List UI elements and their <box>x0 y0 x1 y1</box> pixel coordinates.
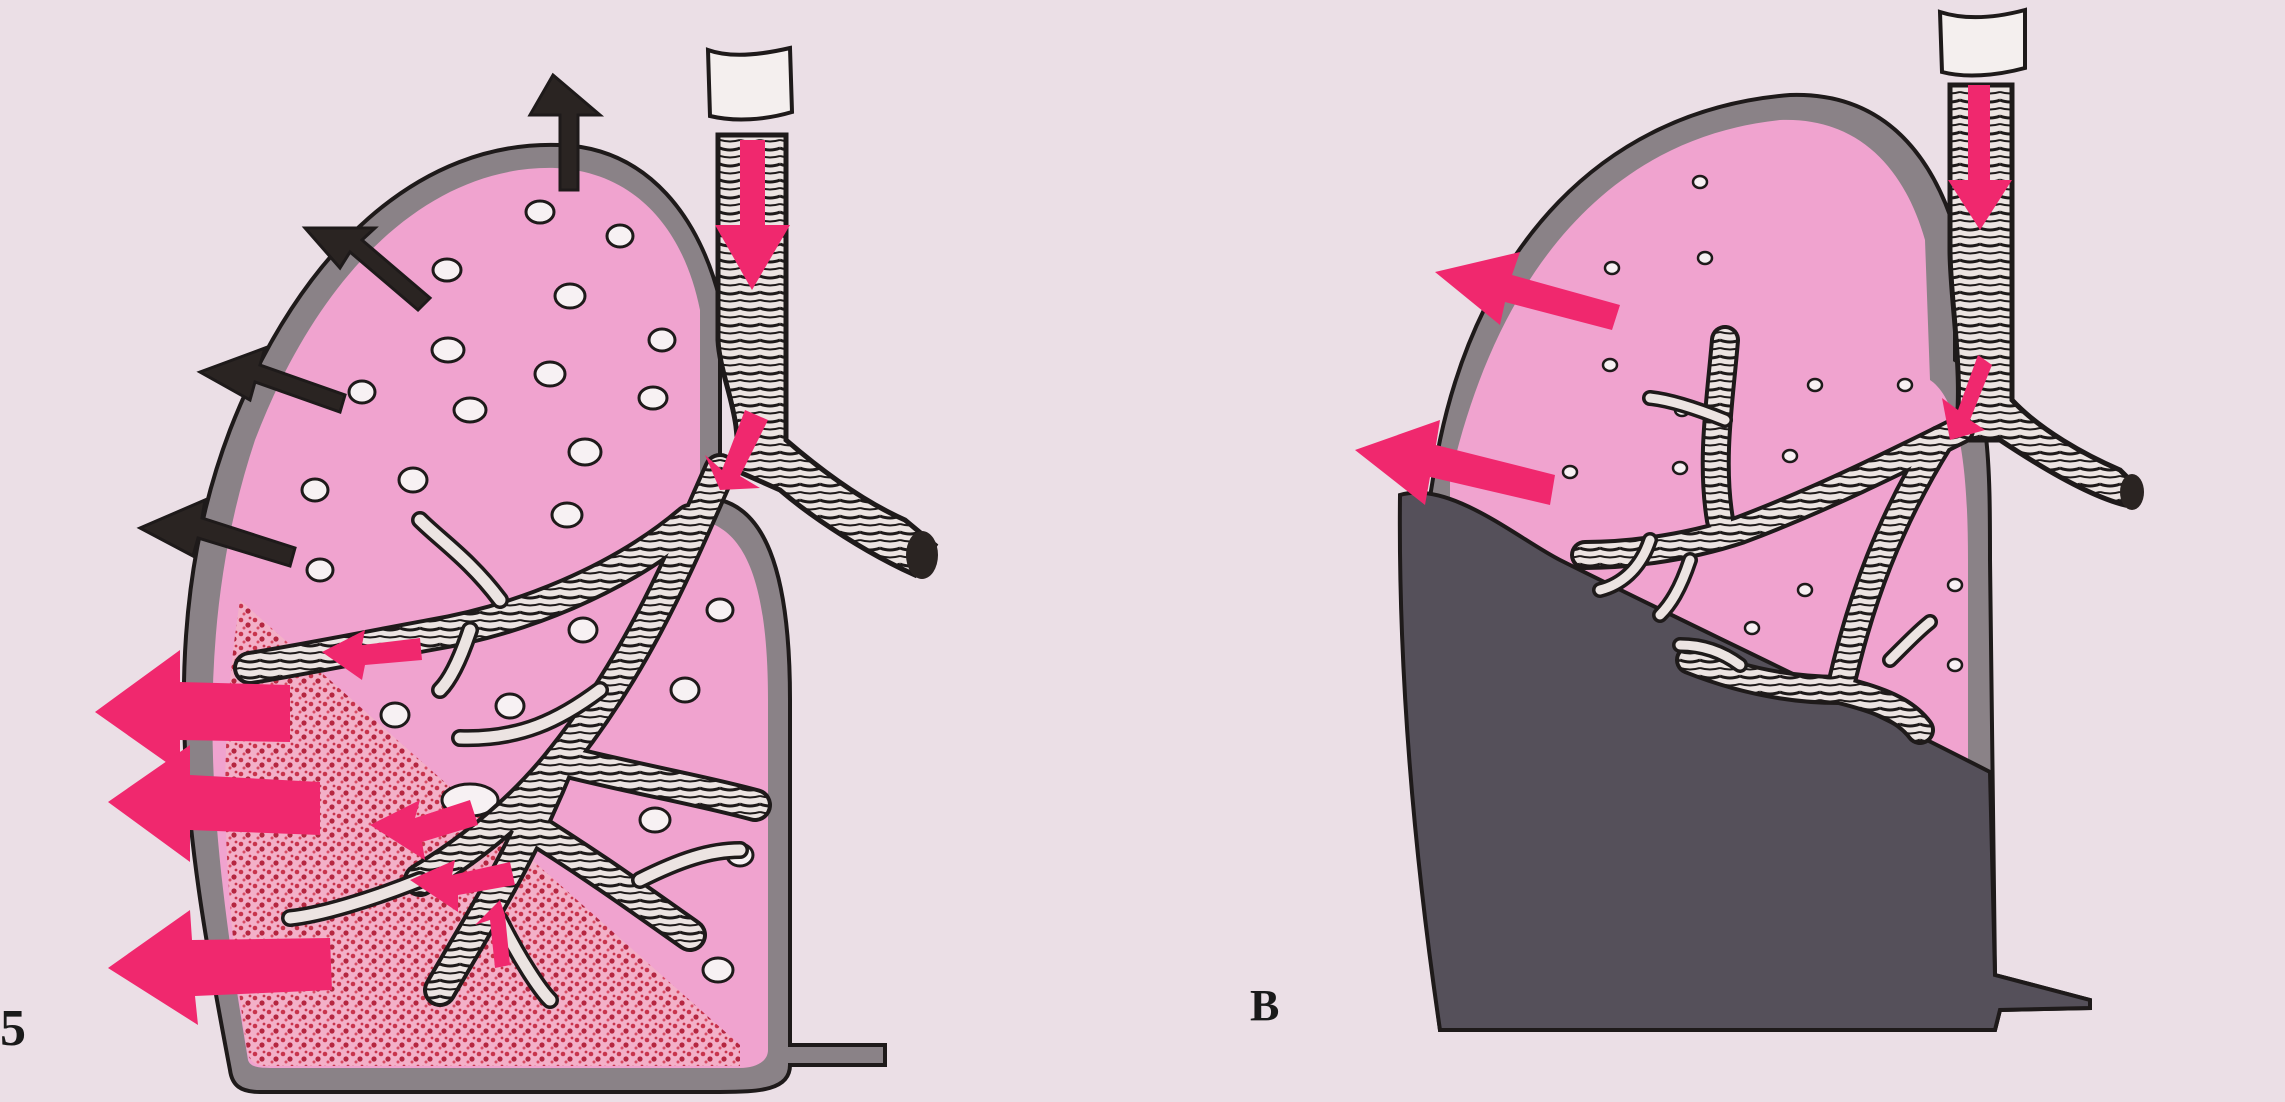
right-lung-panel: B <box>1250 10 2144 1030</box>
left-trachea <box>708 48 938 579</box>
panel-label-left: 5 <box>0 1000 26 1057</box>
left-lung-panel: 5 <box>0 48 938 1092</box>
panel-label-right: B <box>1250 981 1279 1030</box>
